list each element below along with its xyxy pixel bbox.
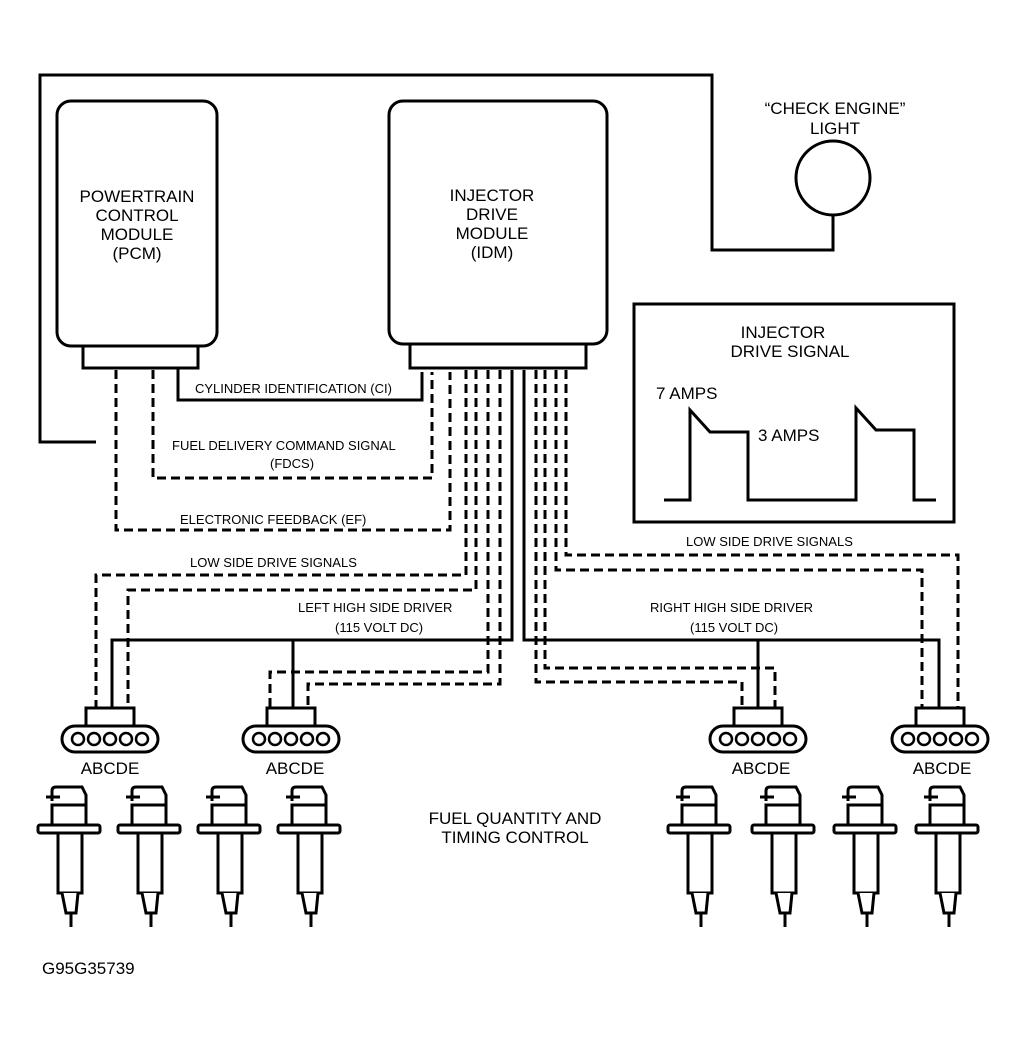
right-low-side-wire-1 <box>534 370 744 712</box>
pcm-label-line-4: (PCM) <box>112 244 161 263</box>
center-label-line-1: FUEL QUANTITY AND <box>429 809 602 828</box>
left-high-side-label: LEFT HIGH SIDE DRIVER <box>298 600 452 615</box>
left-low-side-wire-4 <box>306 370 502 712</box>
connector-2-label: ABCDE <box>266 759 325 778</box>
idm-label-line-2: DRIVE <box>466 205 518 224</box>
idm-label-line-1: INJECTOR <box>450 186 535 205</box>
left-high-side-wire <box>110 370 514 712</box>
injector-8-icon <box>914 785 980 929</box>
right-low-side-label: LOW SIDE DRIVE SIGNALS <box>686 534 853 549</box>
left-low-side-wire-3 <box>268 370 490 712</box>
injector-3-icon <box>196 785 262 929</box>
pcm-label-line-3: MODULE <box>101 225 174 244</box>
injector-drive-waveform <box>664 404 936 502</box>
center-label-line-2: TIMING CONTROL <box>441 828 588 847</box>
ef-wire <box>114 370 452 532</box>
figure-id: G95G35739 <box>42 959 135 978</box>
injector-1-icon <box>36 785 102 929</box>
signal-box-title-line-2: DRIVE SIGNAL <box>730 342 849 361</box>
right-high-side-wire <box>522 370 941 712</box>
right-low-side-wire-3 <box>554 370 924 712</box>
right-high-side-volt-label: (115 VOLT DC) <box>690 620 778 635</box>
check-engine-label-line-2: LIGHT <box>810 119 860 138</box>
injector-4-icon <box>276 785 342 929</box>
injector-6-icon <box>750 785 816 929</box>
connector-2: ABCDE <box>241 706 341 778</box>
left-low-side-wire-1 <box>94 370 468 712</box>
check-engine-wire <box>38 73 835 444</box>
signal-7-amps-label: 7 AMPS <box>656 384 717 403</box>
connector-1-label: ABCDE <box>81 759 140 778</box>
check-engine-light: “CHECK ENGINE” LIGHT <box>765 99 906 217</box>
injector-drive-signal-box: INJECTOR DRIVE SIGNAL 7 AMPS 3 AMPS <box>632 302 956 524</box>
signal-3-amps-label: 3 AMPS <box>758 426 819 445</box>
left-low-side-label: LOW SIDE DRIVE SIGNALS <box>190 555 357 570</box>
left-high-side-volt-label: (115 VOLT DC) <box>335 620 423 635</box>
fdcs-abbr-label: (FDCS) <box>270 456 314 471</box>
signal-box-title-line-1: INJECTOR <box>741 323 826 342</box>
idm-module: INJECTOR DRIVE MODULE (IDM) <box>387 99 609 370</box>
connector-4: ABCDE <box>890 706 990 778</box>
injector-5-icon <box>666 785 732 929</box>
right-low-side-wire-2 <box>543 370 777 712</box>
injector-2-icon <box>116 785 182 929</box>
idm-label-line-3: MODULE <box>456 224 529 243</box>
connector-4-label: ABCDE <box>913 759 972 778</box>
connector-3: ABCDE <box>708 706 808 778</box>
check-engine-lamp-icon <box>794 139 872 217</box>
pcm-module: POWERTRAIN CONTROL MODULE (PCM) <box>55 99 219 370</box>
idm-label-line-4: (IDM) <box>471 243 513 262</box>
pcm-label-line-1: POWERTRAIN <box>80 187 195 206</box>
right-low-side-wire-4 <box>564 370 960 712</box>
ci-label: CYLINDER IDENTIFICATION (CI) <box>195 381 392 396</box>
left-low-side-wire-2 <box>126 370 478 712</box>
right-high-side-label: RIGHT HIGH SIDE DRIVER <box>650 600 813 615</box>
fdcs-wire <box>151 370 434 480</box>
ef-label: ELECTRONIC FEEDBACK (EF) <box>180 512 366 527</box>
fdcs-label: FUEL DELIVERY COMMAND SIGNAL <box>172 438 396 453</box>
injector-7-icon <box>832 785 898 929</box>
pcm-label-line-2: CONTROL <box>95 206 178 225</box>
connector-1: ABCDE <box>60 706 160 778</box>
check-engine-label-line-1: “CHECK ENGINE” <box>765 99 906 118</box>
connector-3-label: ABCDE <box>732 759 791 778</box>
ci-wire <box>176 368 424 402</box>
